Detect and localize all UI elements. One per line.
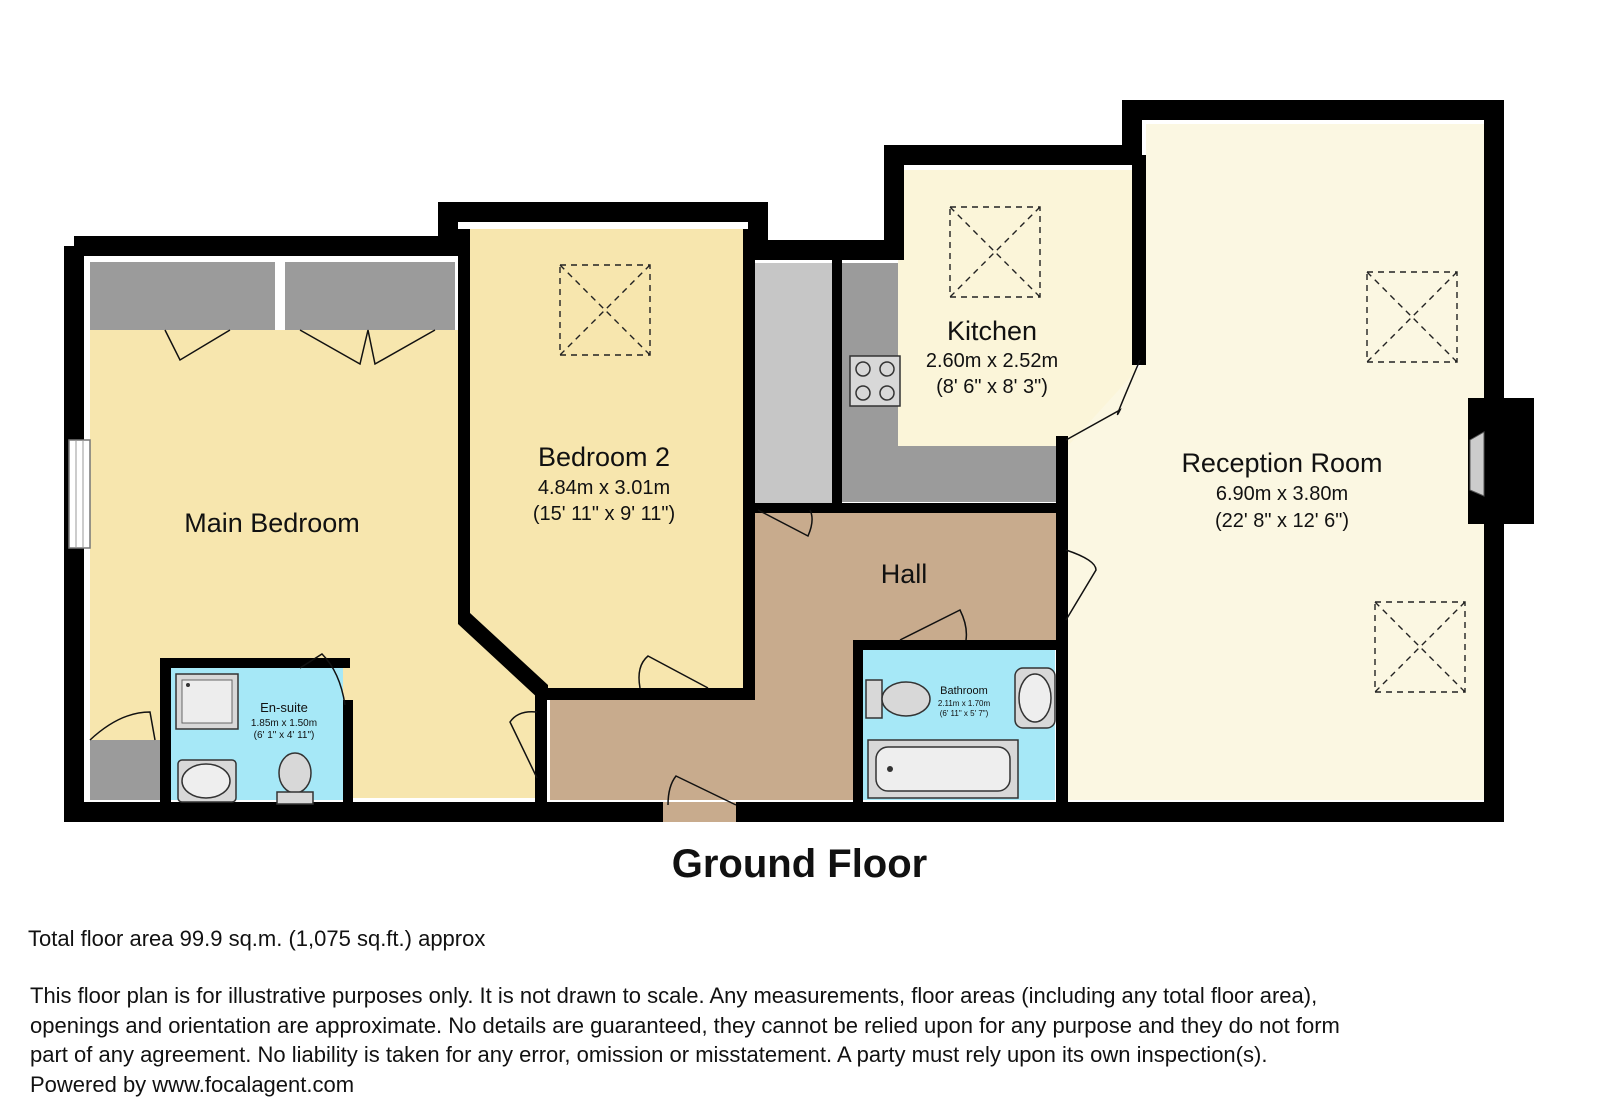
wardrobe-door-1 xyxy=(164,329,231,362)
main-bedroom-window xyxy=(68,439,91,549)
bedroom2-label: Bedroom 2 xyxy=(538,442,670,472)
total-floor-area: Total floor area 99.9 sq.m. (1,075 sq.ft… xyxy=(28,926,486,951)
front-door-opening xyxy=(663,802,736,822)
wardrobe-right xyxy=(285,262,455,330)
reception-metric: 6.90m x 3.80m xyxy=(1216,483,1348,505)
floor-title: Ground Floor xyxy=(671,842,928,886)
disclaimer: This floor plan is for illustrative purp… xyxy=(30,981,1570,1099)
main-bedroom-label: Main Bedroom xyxy=(184,508,360,538)
hall-cupboard-wall xyxy=(832,258,842,508)
bedroom2-door xyxy=(638,655,709,689)
bathtub-icon xyxy=(867,739,1019,799)
hall-label: Hall xyxy=(881,559,928,589)
kitchen-label: Kitchen xyxy=(947,316,1037,346)
windows xyxy=(68,439,736,822)
hob-icon xyxy=(849,355,901,407)
outer-wall xyxy=(64,100,1504,822)
bathroom-wall-top xyxy=(853,640,1063,650)
reception-label: Reception Room xyxy=(1181,448,1382,478)
hall-top-wall xyxy=(755,503,1060,513)
bedroom2-metric: 4.84m x 3.01m xyxy=(538,477,670,499)
ensuite-toilet-icon xyxy=(276,752,314,805)
kitchen-wall-right xyxy=(1132,155,1146,365)
bathroom-door xyxy=(899,608,968,641)
front-door xyxy=(667,775,737,806)
ensuite-metric: 1.85m x 1.50m xyxy=(251,718,317,729)
ensuite-label: En-suite xyxy=(260,700,308,715)
disclaimer-line: part of any agreement. No liability is t… xyxy=(30,1042,1268,1067)
reception-wall-left xyxy=(1056,436,1068,806)
main-bedroom-door xyxy=(509,710,538,779)
wardrobe-door-2 xyxy=(299,329,436,366)
kitchen-floor xyxy=(898,170,1136,446)
shower-tray-icon xyxy=(175,673,239,730)
ensuite-basin-icon xyxy=(177,759,237,803)
skylight-kitchen xyxy=(949,206,1041,298)
hall-cupboard xyxy=(752,263,832,503)
hall-cupboard-door xyxy=(757,509,813,538)
bedroom2-imperial: (15' 11" x 9' 11") xyxy=(533,503,675,525)
skylight-reception-upper xyxy=(1366,271,1458,363)
bathroom-label: Bathroom xyxy=(940,685,988,697)
skylight-reception-lower xyxy=(1374,601,1466,693)
kitchen-imperial: (8' 6" x 8' 3") xyxy=(936,376,1048,398)
bathroom-wall-left xyxy=(853,640,863,810)
ensuite-wall-top xyxy=(160,658,350,668)
fireplace-hearth xyxy=(1469,431,1485,497)
disclaimer-line: Powered by www.focalagent.com xyxy=(30,1071,355,1097)
storage-door xyxy=(89,711,156,741)
doors xyxy=(89,329,1141,806)
fixtures xyxy=(175,355,1485,805)
disclaimer-line: This floor plan is for illustrative purp… xyxy=(30,983,1318,1008)
bathroom-toilet-icon xyxy=(865,679,931,719)
skylight-bedroom2 xyxy=(559,264,651,356)
kitchen-door xyxy=(1065,359,1141,441)
hall-floor xyxy=(550,510,1056,800)
disclaimer-line: openings and orientation are approximate… xyxy=(30,1012,1340,1038)
walls xyxy=(64,100,1534,822)
bathroom-basin-icon xyxy=(1014,667,1056,729)
bedroom2-wall-right xyxy=(743,229,755,700)
kitchen-metric: 2.60m x 2.52m xyxy=(926,350,1058,372)
bathroom-metric: 2.11m x 1.70m xyxy=(938,699,991,708)
kitchen-worktop xyxy=(842,263,1056,502)
bathroom-imperial: (6' 11" x 5' 7") xyxy=(940,709,989,718)
bedroom2-wall-left xyxy=(458,229,548,700)
main-bedroom-hall-wall xyxy=(535,690,547,805)
skylights xyxy=(559,206,1466,693)
bedroom2-floor xyxy=(468,229,743,688)
ensuite-wall-left xyxy=(160,658,171,808)
reception-floor xyxy=(1066,124,1484,800)
room-labels: Main Bedroom Bedroom 2 4.84m x 3.01m (15… xyxy=(184,316,1382,741)
wardrobe-left xyxy=(90,262,275,330)
ensuite-door xyxy=(299,653,346,706)
floor-plan: Main Bedroom Bedroom 2 4.84m x 3.01m (15… xyxy=(64,100,1534,822)
storage-cupboard xyxy=(90,740,162,800)
ensuite-wall-right xyxy=(343,700,353,808)
reception-imperial: (22' 8" x 12' 6") xyxy=(1215,510,1349,532)
ensuite-imperial: (6' 1" x 4' 11") xyxy=(254,730,315,741)
reception-door xyxy=(1065,549,1097,621)
bedroom2-wall-bottom xyxy=(548,688,748,700)
